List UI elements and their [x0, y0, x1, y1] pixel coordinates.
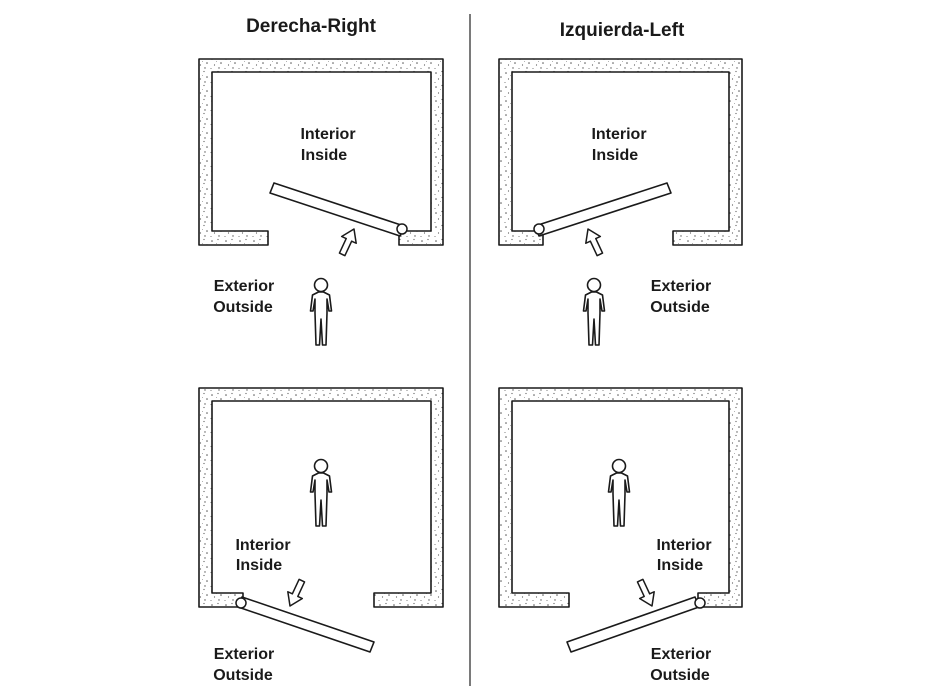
inside-label: Inside: [592, 147, 638, 164]
exterior-label: Exterior: [651, 646, 711, 663]
arrow-icon: [632, 576, 661, 611]
interior-label: Interior: [235, 537, 290, 554]
door-panel: [534, 182, 672, 237]
person-icon: [582, 277, 606, 346]
panel-right-outswing: Interior Inside Exterior Outside: [198, 387, 444, 684]
hinge-icon: [396, 223, 408, 235]
panel-left-outswing: Interior Inside Exterior Outside: [498, 387, 743, 684]
interior-label: Interior: [300, 126, 355, 143]
arrow-icon: [281, 576, 310, 611]
exterior-label: Exterior: [214, 646, 274, 663]
interior-label: Interior: [656, 537, 711, 554]
panel-right-inswing: Interior Inside Exterior Outside: [198, 58, 444, 346]
outside-label: Outside: [213, 667, 273, 684]
outside-label: Outside: [213, 299, 273, 316]
outside-label: Outside: [650, 667, 710, 684]
outside-label: Outside: [650, 299, 710, 316]
hinge-icon: [235, 597, 247, 609]
title-right: Derecha-Right: [246, 16, 377, 37]
room-wall: [198, 58, 444, 246]
arrow-icon: [579, 224, 608, 259]
hinge-icon: [694, 597, 706, 609]
hinge-icon: [533, 223, 545, 235]
person-icon: [309, 458, 333, 527]
arrow-icon: [334, 224, 363, 259]
door-panel: [237, 596, 375, 653]
inside-label: Inside: [236, 557, 282, 574]
title-left: Izquierda-Left: [560, 20, 685, 41]
inside-label: Inside: [657, 557, 703, 574]
interior-label: Interior: [591, 126, 646, 143]
panel-left-inswing: Interior Inside Exterior Outside: [498, 58, 743, 346]
person-icon: [607, 458, 631, 527]
exterior-label: Exterior: [214, 278, 274, 295]
person-icon: [309, 277, 333, 346]
door-panel: [566, 596, 700, 653]
exterior-label: Exterior: [651, 278, 711, 295]
room-wall: [498, 387, 743, 608]
inside-label: Inside: [301, 147, 347, 164]
door-panel: [269, 182, 405, 237]
room-wall: [498, 58, 743, 246]
